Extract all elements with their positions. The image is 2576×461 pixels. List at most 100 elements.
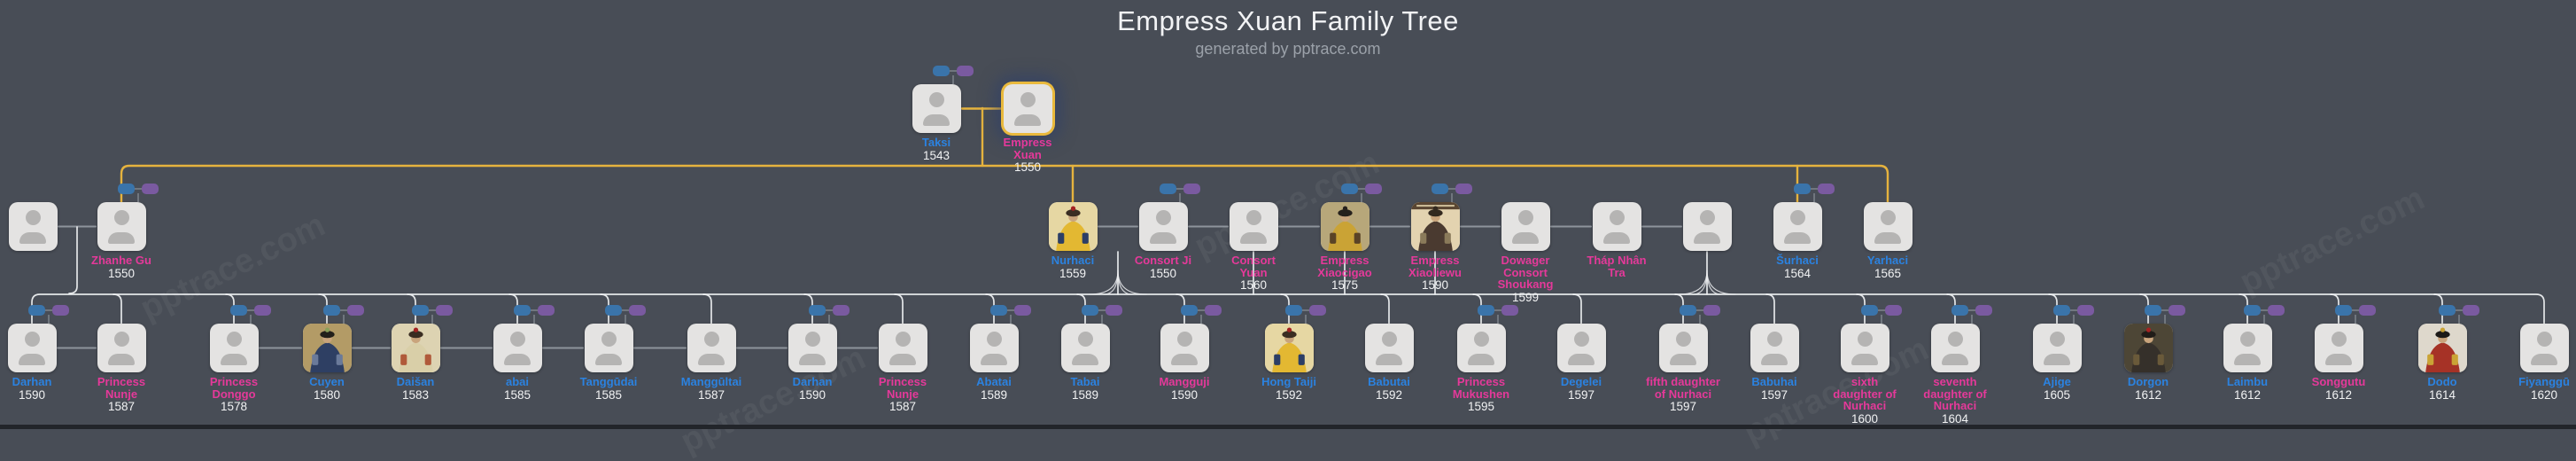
person-card[interactable] [2123,324,2173,372]
minimized-parents[interactable] [1082,305,1122,324]
mother-pill-icon[interactable] [347,305,364,316]
person-card[interactable] [1138,202,1188,251]
father-pill-icon[interactable] [1181,305,1198,316]
father-pill-icon[interactable] [933,66,950,76]
person-card[interactable] [97,202,146,251]
minimized-parents[interactable] [1181,305,1222,324]
mother-pill-icon[interactable] [629,305,646,316]
person-card[interactable] [7,324,57,372]
person-card[interactable] [1840,324,1889,372]
father-pill-icon[interactable] [1951,305,1968,316]
father-pill-icon[interactable] [1794,184,1811,194]
father-pill-icon[interactable] [2244,305,2261,316]
father-pill-icon[interactable] [1861,305,1878,316]
person-card[interactable] [97,324,146,372]
person-card[interactable] [1264,324,1314,372]
minimized-parents[interactable] [1341,184,1382,202]
person-card[interactable] [1229,202,1278,251]
person-card[interactable] [1320,202,1369,251]
mother-pill-icon[interactable] [2463,305,2479,316]
person-card[interactable] [302,324,352,372]
mother-pill-icon[interactable] [2077,305,2094,316]
father-pill-icon[interactable] [514,305,531,316]
father-pill-icon[interactable] [412,305,429,316]
minimized-parents[interactable] [28,305,69,324]
person-card[interactable] [391,324,440,372]
father-pill-icon[interactable] [2439,305,2456,316]
person-card[interactable] [2223,324,2272,372]
person-card[interactable] [1160,324,1209,372]
mother-pill-icon[interactable] [1205,305,1222,316]
father-pill-icon[interactable] [28,305,45,316]
father-pill-icon[interactable] [118,184,135,194]
minimized-parents[interactable] [230,305,271,324]
person-card[interactable] [1060,324,1110,372]
father-pill-icon[interactable] [2145,305,2161,316]
person-card[interactable] [1048,202,1098,251]
person-card[interactable] [687,324,736,372]
father-pill-icon[interactable] [809,305,826,316]
father-pill-icon[interactable] [2335,305,2352,316]
mother-pill-icon[interactable] [1365,184,1382,194]
person-card[interactable] [8,202,58,251]
father-pill-icon[interactable] [1432,184,1448,194]
person-card[interactable] [1003,84,1052,133]
person-card[interactable] [1930,324,1980,372]
mother-pill-icon[interactable] [1975,305,1992,316]
minimized-parents[interactable] [412,305,453,324]
mother-pill-icon[interactable] [1455,184,1472,194]
father-pill-icon[interactable] [323,305,340,316]
minimized-parents[interactable] [990,305,1031,324]
father-pill-icon[interactable] [1680,305,1696,316]
person-card[interactable] [788,324,837,372]
person-card[interactable] [1556,324,1606,372]
person-card[interactable] [1773,202,1822,251]
mother-pill-icon[interactable] [538,305,555,316]
person-card[interactable] [1364,324,1414,372]
person-card[interactable] [1750,324,1799,372]
mother-pill-icon[interactable] [2268,305,2285,316]
minimized-parents[interactable] [1432,184,1472,202]
father-pill-icon[interactable] [990,305,1007,316]
person-card[interactable] [584,324,633,372]
minimized-parents[interactable] [323,305,364,324]
person-card[interactable] [209,324,259,372]
minimized-parents[interactable] [2053,305,2094,324]
minimized-parents[interactable] [809,305,850,324]
person-card[interactable] [1456,324,1506,372]
father-pill-icon[interactable] [230,305,247,316]
person-card[interactable] [912,84,961,133]
mother-pill-icon[interactable] [1106,305,1122,316]
father-pill-icon[interactable] [1341,184,1358,194]
person-card[interactable] [1682,202,1732,251]
minimized-parents[interactable] [605,305,646,324]
mother-pill-icon[interactable] [1183,184,1200,194]
person-card[interactable] [2417,324,2467,372]
father-pill-icon[interactable] [2053,305,2070,316]
mother-pill-icon[interactable] [2359,305,2376,316]
person-card[interactable] [1592,202,1641,251]
father-pill-icon[interactable] [1478,305,1494,316]
minimized-parents[interactable] [2439,305,2479,324]
mother-pill-icon[interactable] [2169,305,2185,316]
mother-pill-icon[interactable] [1014,305,1031,316]
person-card[interactable] [2519,324,2569,372]
person-card[interactable] [493,324,542,372]
mother-pill-icon[interactable] [1818,184,1835,194]
mother-pill-icon[interactable] [1703,305,1720,316]
minimized-parents[interactable] [1794,184,1835,202]
person-card[interactable] [969,324,1019,372]
mother-pill-icon[interactable] [1309,305,1326,316]
mother-pill-icon[interactable] [957,66,974,76]
person-card[interactable] [1863,202,1913,251]
father-pill-icon[interactable] [1160,184,1176,194]
minimized-parents[interactable] [1285,305,1326,324]
person-card[interactable] [2032,324,2082,372]
minimized-parents[interactable] [2244,305,2285,324]
father-pill-icon[interactable] [1082,305,1098,316]
person-card[interactable] [878,324,927,372]
mother-pill-icon[interactable] [142,184,159,194]
minimized-parents[interactable] [2145,305,2185,324]
mother-pill-icon[interactable] [1501,305,1518,316]
person-card[interactable] [2314,324,2363,372]
